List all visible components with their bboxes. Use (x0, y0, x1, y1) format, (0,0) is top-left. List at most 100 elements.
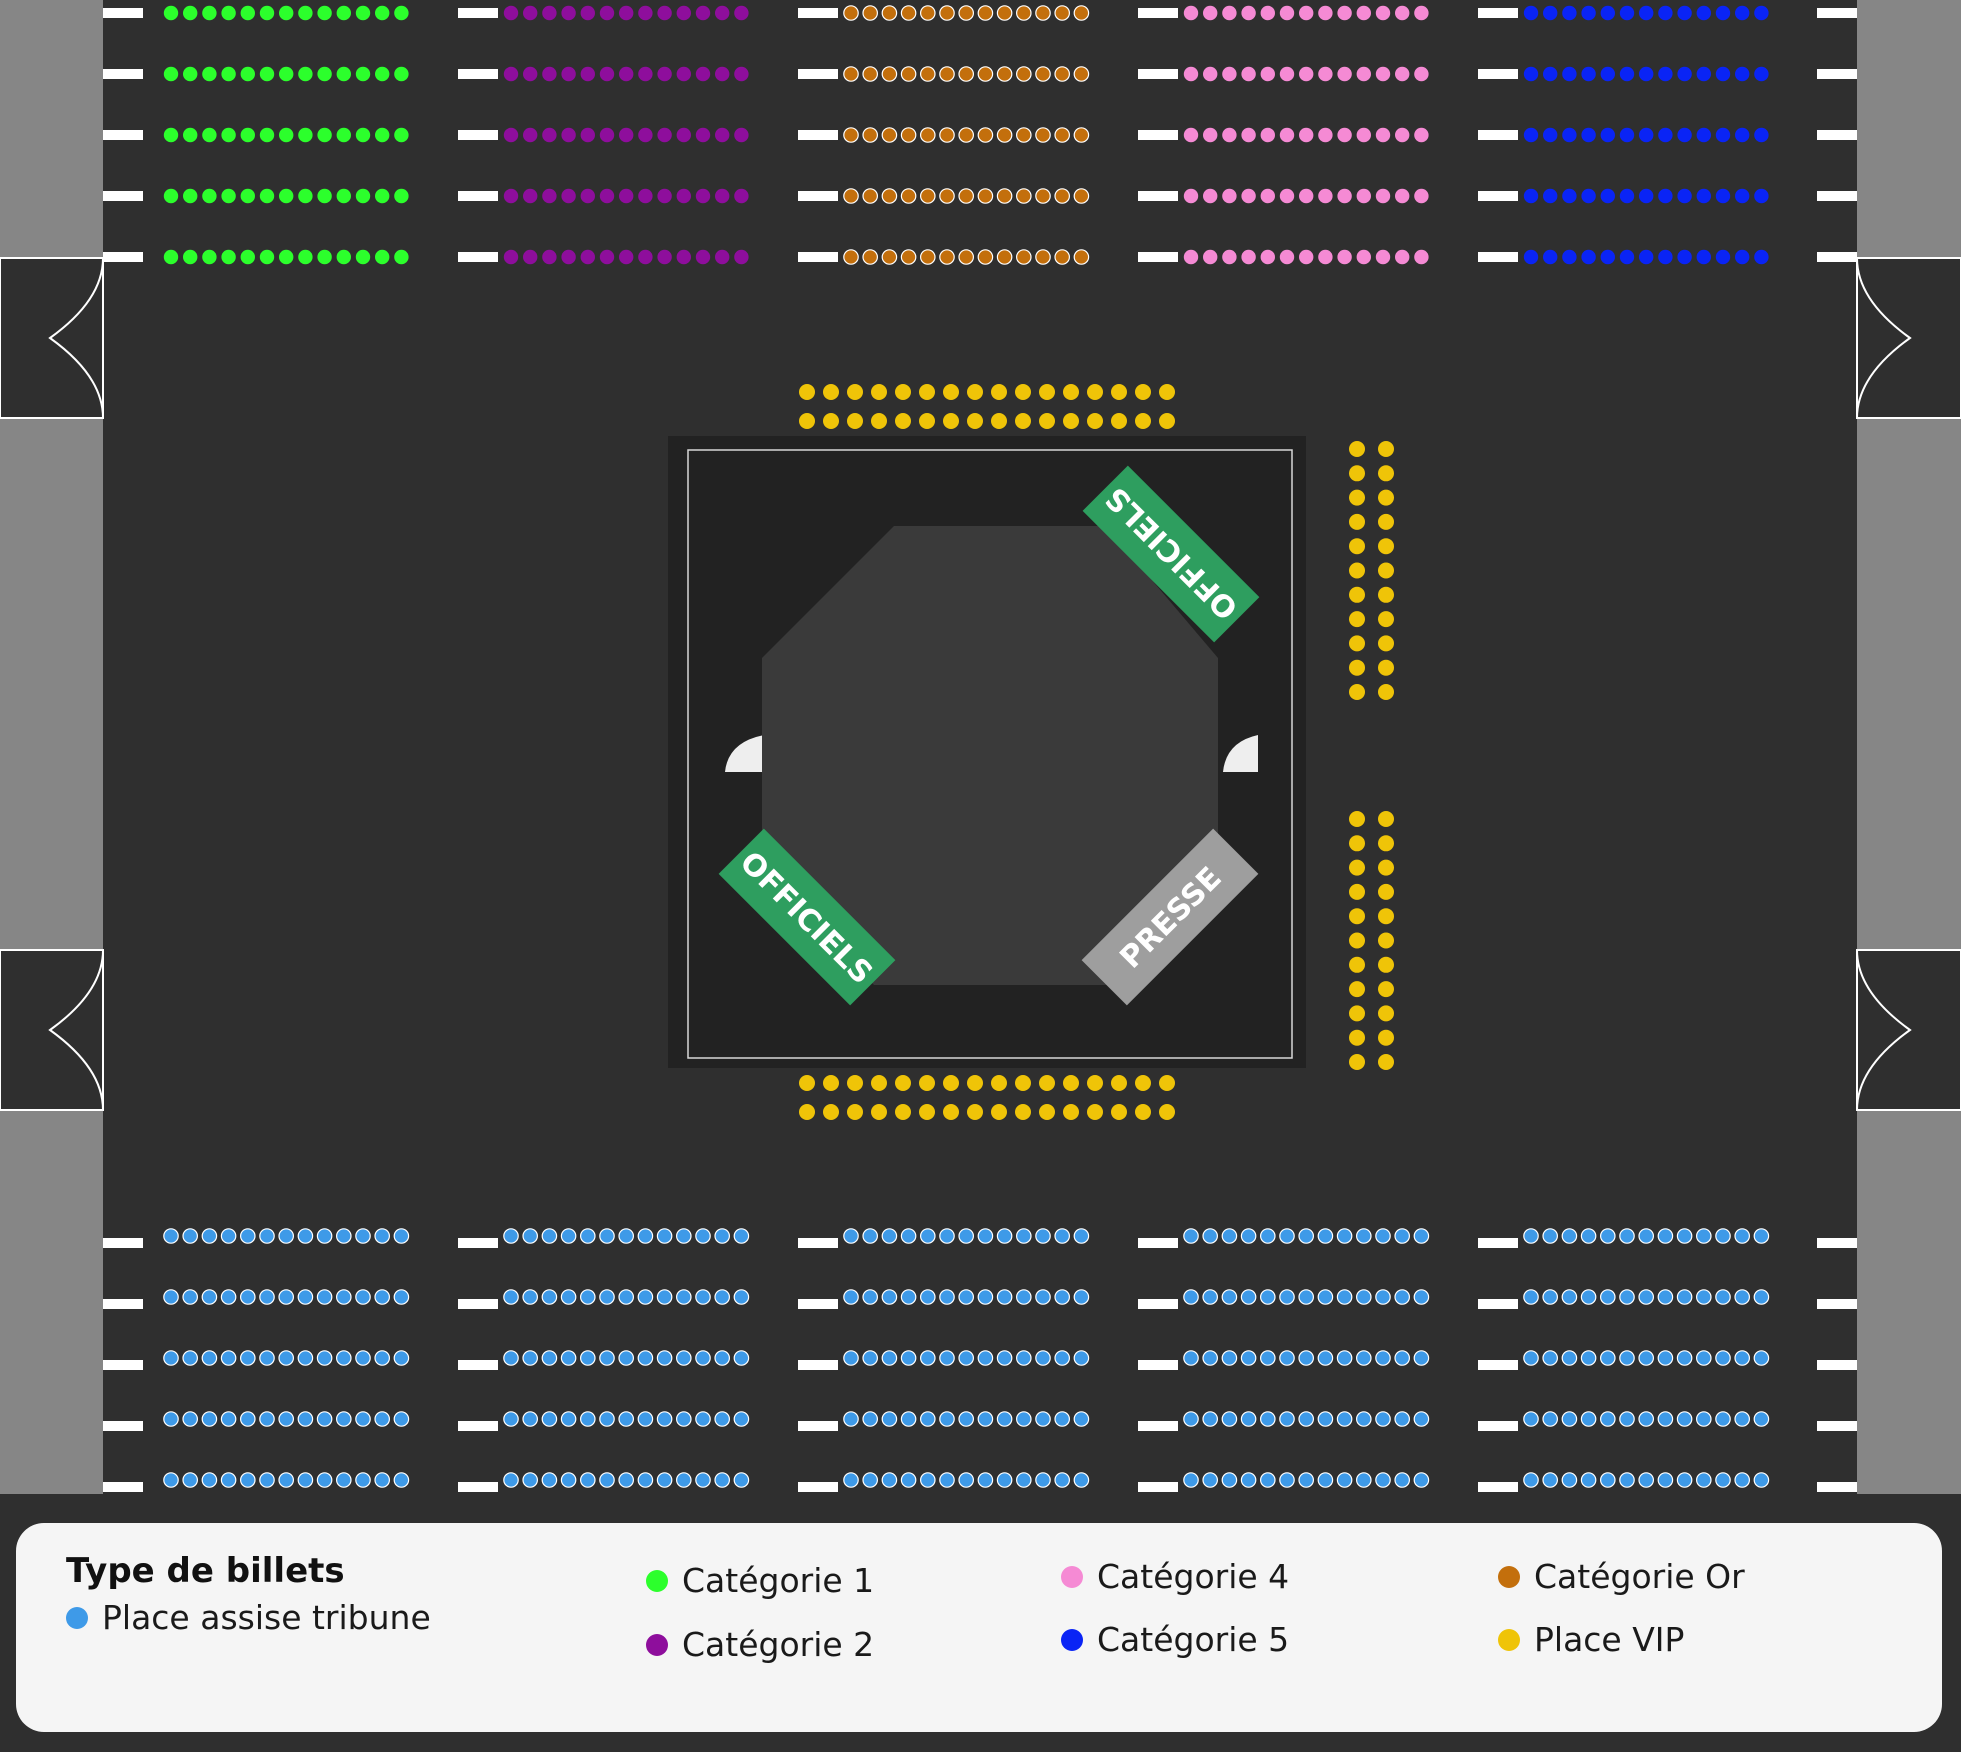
seat-tribune[interactable] (1035, 1411, 1051, 1427)
seat-tribune[interactable] (1600, 1289, 1616, 1305)
seat-cat5[interactable] (1754, 5, 1769, 21)
seat-vip[interactable] (1378, 489, 1394, 506)
seat-vip[interactable] (823, 1075, 839, 1091)
seat-tribune[interactable] (1375, 1350, 1391, 1366)
seat-cat5[interactable] (1523, 188, 1539, 204)
seat-cat5[interactable] (1658, 127, 1673, 143)
legend-item-vip[interactable]: Place VIP (1498, 1620, 1684, 1659)
seat-cat2[interactable] (580, 188, 595, 204)
seat-tribune[interactable] (656, 1350, 673, 1366)
seat-cat4[interactable] (1318, 5, 1333, 21)
seat-tribune[interactable] (900, 1411, 917, 1427)
seat-tribune[interactable] (259, 1411, 275, 1427)
seat-tribune[interactable] (1542, 1228, 1558, 1244)
seat-tribune[interactable] (316, 1228, 333, 1244)
seat-cat4[interactable] (1375, 249, 1391, 265)
seat-cat5[interactable] (1677, 188, 1692, 204)
seat-vip[interactable] (1349, 465, 1365, 482)
seat-tribune[interactable] (220, 1289, 237, 1305)
seat-vip[interactable] (871, 1075, 887, 1091)
seat-cat1[interactable] (163, 249, 179, 265)
seat-vip[interactable] (1087, 1075, 1103, 1091)
seat-cat5[interactable] (1735, 5, 1750, 21)
seat-tribune[interactable] (900, 1228, 917, 1244)
seat-cat4[interactable] (1318, 249, 1333, 265)
seat-tribune[interactable] (1753, 1472, 1770, 1488)
seat-cat4[interactable] (1299, 249, 1314, 265)
seat-tribune[interactable] (335, 1228, 352, 1244)
seat-tribune[interactable] (1298, 1472, 1314, 1488)
seat-tribune[interactable] (240, 1472, 256, 1488)
seat-vip[interactable] (1349, 659, 1365, 676)
seat-cat5[interactable] (1658, 249, 1673, 265)
seat-cat4[interactable] (1356, 188, 1372, 204)
seat-cat4[interactable] (1203, 127, 1218, 143)
seat-tribune[interactable] (675, 1289, 692, 1305)
seat-tribune[interactable] (1600, 1411, 1616, 1427)
seat-cat1[interactable] (183, 249, 198, 265)
seat-tribune[interactable] (1240, 1411, 1257, 1427)
seat-cat4[interactable] (1356, 127, 1372, 143)
seat-tribune[interactable] (1619, 1228, 1635, 1244)
seat-cat5[interactable] (1562, 249, 1577, 265)
seat-or[interactable] (919, 249, 936, 265)
seat-tribune[interactable] (714, 1411, 730, 1427)
seat-vip[interactable] (967, 384, 983, 400)
seat-cat1[interactable] (298, 66, 313, 82)
seat-cat2[interactable] (676, 127, 691, 143)
seat-cat2[interactable] (715, 66, 730, 82)
seat-tribune[interactable] (1394, 1289, 1410, 1305)
seat-tribune[interactable] (733, 1411, 750, 1427)
seat-cat1[interactable] (298, 127, 313, 143)
seat-vip[interactable] (1015, 413, 1031, 429)
seat-tribune[interactable] (843, 1350, 859, 1366)
seat-cat2[interactable] (599, 5, 615, 21)
seat-or[interactable] (958, 249, 974, 265)
seat-tribune[interactable] (1336, 1411, 1353, 1427)
seat-tribune[interactable] (881, 1289, 898, 1305)
seat-vip[interactable] (1087, 1104, 1103, 1120)
seat-tribune[interactable] (163, 1411, 179, 1427)
seat-tribune[interactable] (297, 1411, 314, 1427)
seat-tribune[interactable] (1734, 1350, 1750, 1366)
seat-tribune[interactable] (675, 1228, 692, 1244)
seat-cat5[interactable] (1619, 249, 1635, 265)
seat-cat5[interactable] (1754, 66, 1769, 82)
seat-tribune[interactable] (599, 1472, 615, 1488)
seat-tribune[interactable] (996, 1472, 1013, 1488)
seat-tribune[interactable] (1336, 1289, 1353, 1305)
seat-cat1[interactable] (202, 188, 217, 204)
seat-cat5[interactable] (1523, 66, 1539, 82)
seat-cat1[interactable] (279, 188, 294, 204)
seat-cat2[interactable] (657, 188, 672, 204)
seat-vip[interactable] (1349, 538, 1365, 555)
seat-cat2[interactable] (542, 127, 557, 143)
seat-vip[interactable] (1159, 413, 1175, 429)
seat-tribune[interactable] (1183, 1472, 1199, 1488)
seat-tribune[interactable] (259, 1228, 275, 1244)
seat-tribune[interactable] (1356, 1350, 1372, 1366)
seat-cat2[interactable] (523, 5, 538, 21)
seat-tribune[interactable] (1015, 1289, 1032, 1305)
seat-cat4[interactable] (1395, 188, 1410, 204)
seat-cat4[interactable] (1356, 249, 1372, 265)
seat-vip[interactable] (1378, 562, 1394, 579)
seat-or[interactable] (1073, 66, 1090, 82)
seat-vip[interactable] (895, 1075, 911, 1091)
seat-tribune[interactable] (1298, 1228, 1314, 1244)
seat-vip[interactable] (991, 413, 1007, 429)
seat-tribune[interactable] (522, 1289, 538, 1305)
seat-or[interactable] (843, 5, 859, 21)
seat-tribune[interactable] (316, 1289, 333, 1305)
seat-tribune[interactable] (862, 1289, 878, 1305)
seat-vip[interactable] (1087, 384, 1103, 400)
seat-cat1[interactable] (298, 5, 313, 21)
door-left-upper[interactable] (0, 257, 104, 419)
seat-tribune[interactable] (599, 1411, 615, 1427)
seat-tribune[interactable] (939, 1350, 955, 1366)
seat-tribune[interactable] (560, 1289, 577, 1305)
seat-cat1[interactable] (317, 127, 332, 143)
seat-tribune[interactable] (1619, 1411, 1635, 1427)
seat-cat4[interactable] (1414, 249, 1429, 265)
seat-vip[interactable] (1349, 684, 1365, 700)
